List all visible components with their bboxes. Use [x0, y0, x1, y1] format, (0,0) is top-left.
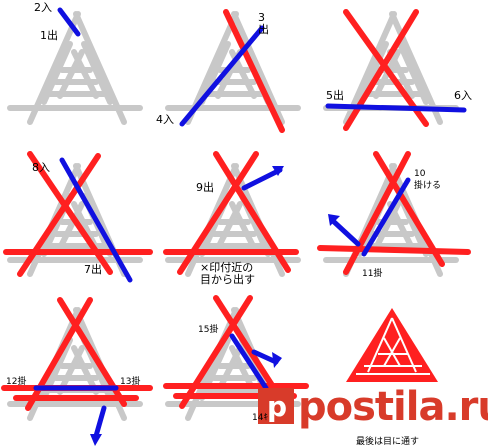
step1-label-2in: 2入: [34, 1, 52, 14]
step2-label-4in: 4入: [156, 113, 174, 126]
step-panel-7: [1, 297, 153, 446]
step9-caption: 最後は目に通す: [356, 437, 420, 447]
p-logo-icon: p: [258, 388, 294, 424]
watermark-text: postila.ru: [298, 384, 488, 430]
step3-label-5out: 5出: [326, 89, 344, 102]
step4-label-8in: 8入: [32, 161, 50, 174]
step-panel-5: [163, 151, 298, 274]
step6-label-10hook: 10 掛ける: [414, 169, 442, 191]
step-panel-9: [346, 308, 438, 382]
step6-label-11hook: 11掛: [362, 269, 383, 279]
step-panel-3: [326, 9, 467, 131]
step-panel-4: [3, 151, 153, 283]
step5-label-9out: 9出: [196, 181, 214, 194]
step8-label-14hook: 14ｷ: [252, 413, 268, 423]
step-panel-1: [10, 7, 140, 122]
step7-label-12hook: 12掛: [6, 377, 27, 387]
step1-label-1out: 1出: [40, 29, 58, 42]
step3-label-6in: 6入: [454, 89, 472, 102]
watermark: postila.ru: [258, 383, 488, 431]
step-panel-2: [168, 9, 298, 133]
step5-label-note: ×印付近の 目から出す: [200, 261, 255, 286]
step4-label-7out: 7出: [84, 263, 102, 276]
step-panel-6: [317, 151, 471, 274]
step2-label-3out: 3 出: [258, 11, 269, 36]
svg-text:p: p: [267, 390, 287, 423]
step7-label-13hook: 13掛: [120, 377, 141, 387]
step8-label-15hook: 15掛: [198, 325, 219, 335]
